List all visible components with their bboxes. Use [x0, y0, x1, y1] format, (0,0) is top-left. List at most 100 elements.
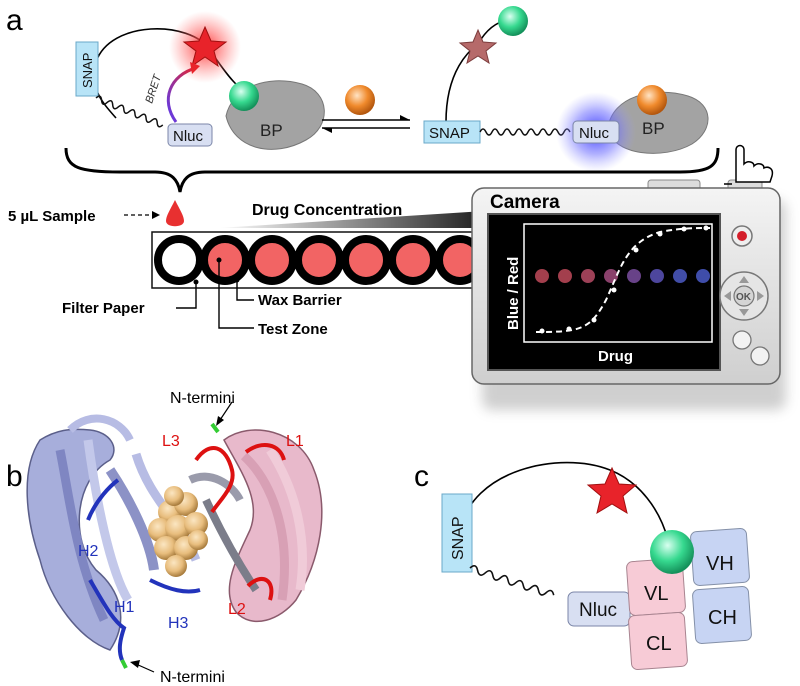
antibody-nluc-label: Nluc [579, 600, 617, 621]
antibody-sensor: SNAP Nluc VL VH CL CH [441, 461, 752, 670]
test-zone-5 [388, 235, 438, 285]
ligand-sphere [184, 512, 208, 536]
l2-loop [246, 577, 274, 601]
camera-button-a[interactable] [732, 330, 752, 350]
light-strand-2 [266, 447, 307, 591]
cl-label: CL [646, 633, 672, 655]
sample-pointer-arrowhead-icon [152, 211, 160, 219]
antibody-snap-label: SNAP [450, 516, 467, 560]
ok-button-label: OK [736, 292, 752, 303]
sensor-closed-state: BP SNAP Nluc BRET [75, 11, 325, 150]
concentration-wedge [218, 210, 500, 228]
curve-point [539, 328, 545, 334]
dim-fluorophore-star-icon [458, 28, 498, 65]
fluorophore-star-icon [182, 25, 228, 68]
curve-point [591, 317, 597, 323]
n-termini-pointer-top [219, 401, 233, 421]
bret-label: BRET [143, 72, 164, 105]
panel-label-c: c [414, 460, 429, 493]
l1-label: L1 [286, 433, 304, 450]
antibody-structure: N-termini N-termini H2 H1 H3 L3 L1 L2 [26, 390, 323, 686]
vh-label: VH [706, 553, 734, 575]
n-termini-label-top: N-termini [170, 390, 235, 407]
screen-dot-6 [650, 269, 664, 283]
forward-arrowhead-icon [400, 115, 410, 120]
open-nluc-box [572, 120, 620, 144]
n-termini-pointer-bottom [135, 663, 155, 673]
pointing-hand-icon [735, 144, 774, 183]
dpad-up-icon[interactable] [739, 276, 749, 283]
n-terminus-top [210, 422, 220, 434]
paper-assay-strip: 5 µL Sample Drug Concentration Filter Pa… [8, 200, 500, 338]
blood-drop-icon [166, 200, 184, 227]
h2-label: H2 [78, 543, 99, 560]
blank-zone [154, 235, 204, 285]
bret-arrow [166, 66, 197, 123]
screen-dot-8 [696, 269, 710, 283]
camera-screen [487, 213, 721, 371]
antibody-linker-loop [459, 461, 669, 541]
h3-loop [149, 578, 201, 594]
open-snap-label: SNAP [429, 125, 470, 142]
test-zone-callout [218, 260, 254, 329]
dpad-right-icon[interactable] [757, 291, 764, 301]
panel-label-b: b [6, 460, 23, 493]
ok-button[interactable] [733, 285, 755, 307]
curve-point [633, 247, 639, 253]
n-termini-arrowhead-bottom-icon [130, 660, 140, 668]
plot-ylabel: Blue / Red [505, 257, 522, 330]
plot-xlabel: Drug [598, 348, 633, 365]
antibody-snap-box [441, 493, 473, 573]
wax-barrier-label: Wax Barrier [258, 292, 342, 309]
ch-label: CH [708, 607, 737, 629]
dose-response-curve [535, 227, 711, 333]
l3-label: L3 [162, 433, 180, 450]
n-termini-arrowhead-top-icon [216, 416, 224, 426]
curly-brace [64, 147, 720, 193]
open-bp-label: BP [642, 119, 665, 138]
ligand-sphere [154, 536, 178, 560]
curve-point [681, 226, 687, 232]
antibody-fluorophore-star-icon [586, 466, 638, 515]
test-zone-label: Test Zone [258, 321, 328, 338]
ligand-sphere [188, 530, 208, 550]
ligand-sphere [165, 555, 187, 577]
camera-button-b[interactable] [750, 346, 770, 366]
screen-dot-2 [558, 269, 572, 283]
dpad-down-icon[interactable] [739, 309, 749, 316]
camera: Camera Blue / Red Drug OK [471, 144, 786, 410]
screen-dot-4 [604, 269, 618, 283]
ligand-sphere [164, 486, 184, 506]
open-spring-linker [479, 128, 571, 136]
h1-loop [88, 578, 127, 661]
test-zone-4 [341, 235, 391, 285]
nluc-box [167, 123, 213, 147]
dpad-left-icon[interactable] [724, 291, 731, 301]
snap-tag-box [75, 41, 99, 97]
light-strand-3 [202, 498, 260, 593]
l3-loop [194, 446, 235, 514]
green-ligand-ball [229, 81, 259, 111]
test-zone-1 [200, 235, 250, 285]
n-terminus-bottom [120, 659, 128, 669]
sample-label: 5 µL Sample [8, 208, 96, 225]
nluc-label: Nluc [173, 128, 204, 145]
panel-label-a: a [6, 4, 23, 37]
vl-label: VL [644, 583, 668, 605]
spring-linker [95, 95, 164, 128]
test-zone-2 [247, 235, 297, 285]
curve-point [657, 231, 663, 237]
filter-paper-callout [176, 282, 197, 309]
screen-dot-5 [627, 269, 641, 283]
screen-dot-3 [581, 269, 595, 283]
curve-point [566, 326, 572, 332]
test-zone-3 [294, 235, 344, 285]
sensor-open-state: SNAP BP Nluc [423, 6, 709, 172]
screen-dot-7 [673, 269, 687, 283]
curve-point [611, 287, 617, 293]
snap-label: SNAP [80, 53, 95, 88]
antibody-green-ligand [650, 530, 694, 574]
h3-label: H3 [168, 615, 189, 632]
h1-label: H1 [114, 599, 135, 616]
